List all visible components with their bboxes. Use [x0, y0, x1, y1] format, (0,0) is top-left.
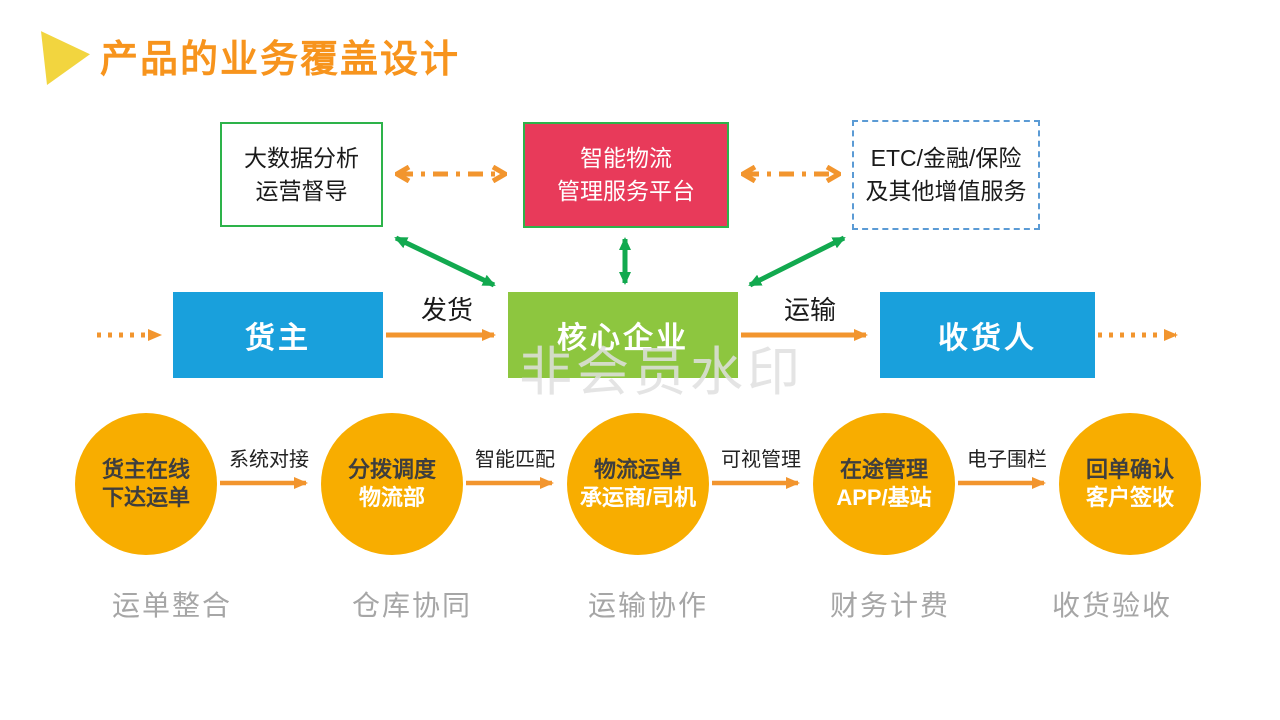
top-box-analytics-line2: 运营督导 [255, 177, 348, 204]
stage-label-transport: 运输协作 [587, 590, 708, 621]
stage-label-receive: 收货验收 [1051, 590, 1172, 621]
process-circle-tracking: 在途管理 APP/基站 [813, 413, 955, 555]
circle-line1: 在途管理 [839, 457, 928, 482]
top-box-analytics: 大数据分析 运营督导 [220, 122, 383, 227]
top-box-analytics-line1: 大数据分析 [244, 144, 359, 171]
circle-line2: APP/基站 [836, 485, 932, 510]
green-link-analytics-core [394, 235, 496, 288]
process-circle-order: 货主在线 下达运单 [75, 413, 217, 555]
process-circle-waybill: 物流运单 承运商/司机 [567, 413, 709, 555]
process-arrow-label-1: 系统对接 [229, 449, 309, 471]
circle-line2: 承运商/司机 [579, 485, 697, 510]
process-arrow-label-4: 电子围栏 [967, 449, 1047, 471]
flow-box-receiver: 收货人 [880, 292, 1095, 378]
flow-box-core: 核心企业 [508, 292, 738, 378]
circle-line1: 货主在线 [101, 457, 190, 482]
top-box-etc: ETC/金融/保险 及其他增值服务 [852, 120, 1040, 230]
transport-label: 运输 [783, 295, 836, 325]
stage-label-warehouse: 仓库协同 [351, 590, 472, 621]
top-box-etc-line2: 及其他增值服务 [865, 178, 1027, 204]
circle-line2: 客户签收 [1085, 485, 1174, 510]
circle-line1: 分拨调度 [347, 457, 436, 482]
flow-box-shipper: 货主 [173, 292, 383, 378]
stage-label-finance: 财务计费 [829, 590, 950, 621]
watermark: 非会员水印 [519, 343, 804, 402]
ship-label: 发货 [420, 295, 473, 325]
circle-line2: 物流部 [358, 485, 425, 510]
top-box-platform: 智能物流 管理服务平台 [523, 122, 729, 228]
process-arrow-label-2: 智能匹配 [475, 449, 555, 471]
circle-line1: 回单确认 [1085, 457, 1174, 482]
green-link-etc-core [748, 235, 846, 288]
circle-line1: 物流运单 [593, 457, 682, 482]
top-box-etc-line1: ETC/金融/保险 [870, 145, 1022, 171]
page-title: 产品的业务覆盖设计 [100, 39, 461, 81]
circle-line2: 下达运单 [101, 485, 190, 510]
stage-label-order-merge: 运单整合 [111, 590, 232, 621]
process-circle-dispatch: 分拨调度 物流部 [321, 413, 463, 555]
process-circle-receipt: 回单确认 客户签收 [1059, 413, 1201, 555]
process-arrow-label-3: 可视管理 [721, 449, 801, 471]
title-triangle-icon [41, 31, 90, 85]
top-box-platform-line1: 智能物流 [580, 145, 672, 171]
top-box-platform-line2: 管理服务平台 [557, 178, 695, 204]
